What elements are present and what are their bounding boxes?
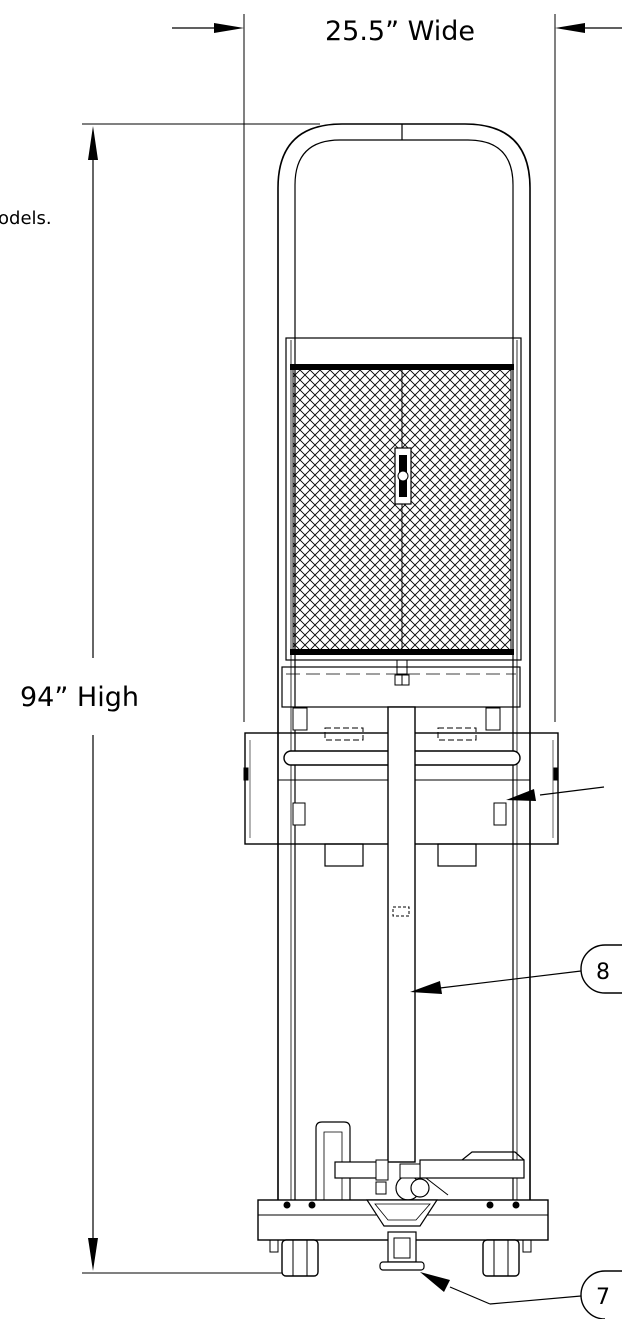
callout-8-label: 8 [596,960,610,985]
width-label: 25.5” Wide [325,16,475,47]
callout-7-label: 7 [596,1285,610,1310]
pump-assembly [315,1121,525,1213]
callout-7: 7 [420,1270,622,1319]
width-dimension: 25.5” Wide [172,14,622,722]
height-label: 94” High [20,682,139,713]
mesh-guard [285,337,522,661]
note-text: odels. [0,208,52,229]
center-column [387,706,416,1163]
foot-pad [379,1231,425,1271]
height-dimension: 94” High [20,123,320,1274]
callout-8: 8 [410,944,622,994]
callout-top [506,786,605,801]
caster-wheels [269,1239,532,1277]
mast-frame [277,123,531,1225]
